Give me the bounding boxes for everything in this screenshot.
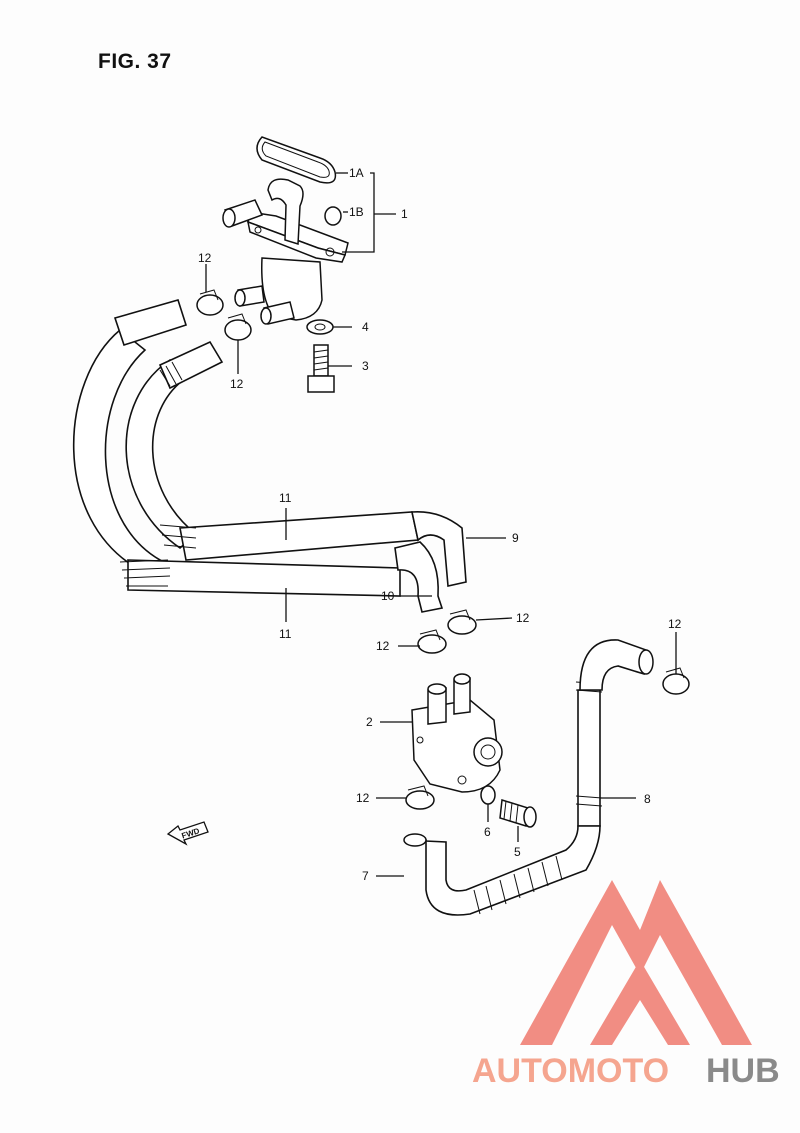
callout-12-e: 12 <box>668 617 682 631</box>
leader-lines <box>205 172 677 877</box>
callout-11-a: 11 <box>279 491 292 505</box>
callout-1B: 1B <box>349 205 364 219</box>
watermark-brand: AUTOMOTO HUB <box>472 1052 780 1090</box>
part-7-hose <box>403 825 601 916</box>
part-1B-oring <box>324 206 342 226</box>
callout-5: 5 <box>514 845 521 859</box>
part-3-bolt <box>307 344 335 393</box>
part-11-hose-inner <box>125 340 467 587</box>
part-12-clamp-b <box>224 313 252 341</box>
part-1A-gasket <box>256 136 337 184</box>
callout-7: 7 <box>362 869 369 883</box>
part-6-washer <box>480 785 496 805</box>
callout-12-d: 12 <box>376 639 390 653</box>
callout-8: 8 <box>644 792 651 806</box>
watermark-triangle-icon <box>520 880 752 1045</box>
callout-10: 10 <box>381 589 395 603</box>
callout-4: 4 <box>362 320 369 334</box>
callout-3: 3 <box>362 359 369 373</box>
part-8-hose <box>575 639 654 827</box>
watermark-brand-b: HUB <box>706 1052 780 1090</box>
callout-2: 2 <box>366 715 373 729</box>
part-4-washer <box>306 319 334 335</box>
callout-6: 6 <box>484 825 491 839</box>
callout-1A: 1A <box>349 166 364 180</box>
watermark-brand-a: AUTOMOTO <box>472 1052 669 1090</box>
part-12-clamp-c <box>447 609 477 635</box>
fwd-arrow: FWD <box>166 821 209 846</box>
part-12-clamp-d <box>417 629 447 654</box>
callout-1: 1 <box>401 207 408 221</box>
part-12-clamp-a <box>196 289 224 316</box>
watermark-logo <box>520 880 752 1045</box>
figure-title: FIG. 37 <box>98 50 172 73</box>
part-1-fuel-cock <box>222 178 349 325</box>
part-12-clamp-f <box>405 785 435 810</box>
callout-12-a: 12 <box>198 251 212 265</box>
callout-11-b: 11 <box>279 627 292 641</box>
callout-12-c: 12 <box>516 611 530 625</box>
callout-labels: 1A 1B 1 4 3 12 12 11 9 10 11 12 12 12 2 … <box>198 166 682 883</box>
callout-12-f: 12 <box>356 791 370 805</box>
part-2-fuel-cock <box>411 673 503 793</box>
part-5-screw <box>499 799 537 828</box>
callout-12-b: 12 <box>230 377 244 391</box>
part-11-hose-outer <box>72 299 444 613</box>
callout-9: 9 <box>512 531 519 545</box>
